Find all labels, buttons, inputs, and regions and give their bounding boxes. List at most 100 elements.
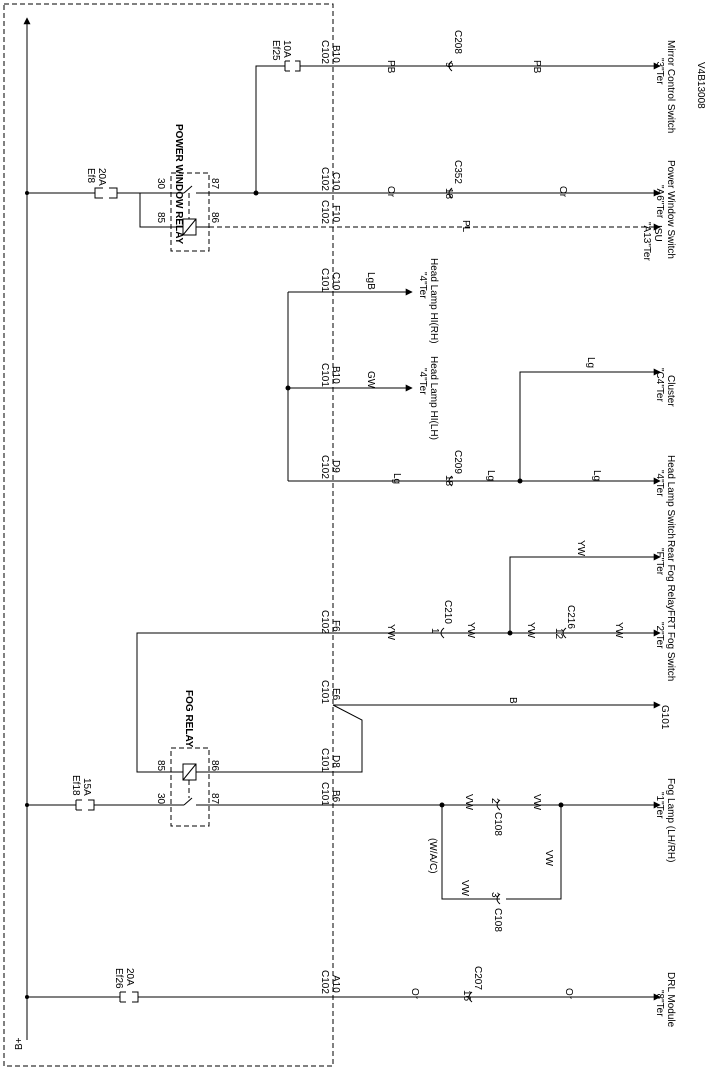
dest-isu-ter: "A13"Ter xyxy=(641,222,652,261)
pw-relay-switch xyxy=(183,185,193,194)
dest-cluster-name: Cluster xyxy=(665,375,676,407)
dest-hls-ter: "4"Ter xyxy=(654,470,665,497)
svg-text:18: 18 xyxy=(443,475,454,487)
svg-text:VW: VW xyxy=(531,794,542,811)
svg-text:Or: Or xyxy=(563,988,574,1000)
fuse-box-border xyxy=(3,3,334,1067)
c108a-symbol xyxy=(496,799,501,811)
fog-relay-title: FOG RELAY xyxy=(183,690,194,748)
svg-text:PB: PB xyxy=(531,60,542,74)
fog-relay-switch xyxy=(183,797,193,806)
svg-text:C108: C108 xyxy=(492,908,503,932)
svg-text:VW: VW xyxy=(543,850,554,867)
dest-hl-lh-name: Head Lamp HI(LH) xyxy=(428,356,439,440)
svg-text:C208: C208 xyxy=(452,30,463,54)
svg-text:F10: F10 xyxy=(330,205,341,223)
svg-text:C101: C101 xyxy=(319,782,330,806)
svg-text:YW: YW xyxy=(465,622,476,639)
svg-text:16: 16 xyxy=(461,990,472,1002)
svg-text:C216: C216 xyxy=(565,605,576,629)
svg-text:Ef26: Ef26 xyxy=(113,968,124,989)
wire-wac-loop xyxy=(441,805,500,900)
svg-text:87: 87 xyxy=(209,793,220,805)
svg-text:C207: C207 xyxy=(472,966,483,990)
svg-text:86: 86 xyxy=(209,760,220,772)
dest-foglamp-ter: "1"Ter xyxy=(654,792,665,819)
svg-text:30: 30 xyxy=(155,178,166,190)
wire-frt-fog-switch xyxy=(136,629,661,773)
svg-text:20A: 20A xyxy=(124,968,135,986)
dest-frtsw-ter: "2"Ter xyxy=(654,622,665,649)
wire-fog-86 xyxy=(209,704,363,773)
dest-g101: G101 xyxy=(659,705,670,730)
dest-cluster-ter: "C4"Ter xyxy=(654,368,665,402)
dest-isu-name: ISU xyxy=(652,225,663,242)
fuse-ef8-rating: 20A xyxy=(96,168,107,186)
svg-text:85: 85 xyxy=(155,760,166,772)
wire-cluster xyxy=(519,368,661,481)
dest-drl-ter: "8"Ter xyxy=(654,990,665,1017)
svg-text:3: 3 xyxy=(489,892,500,898)
svg-text:1: 1 xyxy=(429,628,440,634)
svg-text:86: 86 xyxy=(209,212,220,224)
svg-text:F6: F6 xyxy=(330,620,341,632)
wire-rear-fog xyxy=(509,553,661,633)
fuse-ef18-symbol xyxy=(75,799,82,811)
svg-text:C108: C108 xyxy=(492,812,503,836)
svg-text:12: 12 xyxy=(553,628,564,640)
wire-to-ef25 xyxy=(255,65,285,193)
svg-text:E6: E6 xyxy=(330,688,341,701)
svg-text:15A: 15A xyxy=(81,778,92,796)
dest-hl-rh-name: Head Lamp HI(RH) xyxy=(428,258,439,344)
svg-text:D9: D9 xyxy=(330,460,341,473)
svg-text:YW: YW xyxy=(385,624,396,641)
svg-text:Or: Or xyxy=(409,988,420,1000)
svg-text:PL: PL xyxy=(460,220,471,233)
svg-text:Ef18: Ef18 xyxy=(70,775,81,796)
svg-text:C101: C101 xyxy=(319,363,330,387)
svg-text:C10: C10 xyxy=(330,172,341,191)
dest-hl-lh-ter: "4"Ter xyxy=(417,368,428,395)
c208-symbol xyxy=(448,60,453,72)
svg-text:LgB: LgB xyxy=(365,272,376,290)
power-window-relay-title: POWER WINDOW RELAY xyxy=(173,124,184,245)
svg-text:9: 9 xyxy=(443,62,454,68)
svg-text:Lg: Lg xyxy=(585,357,596,368)
dest-mirror-name: Mirror Control Switch xyxy=(665,40,676,133)
svg-text:C102: C102 xyxy=(319,40,330,64)
svg-text:C102: C102 xyxy=(319,167,330,191)
svg-text:C101: C101 xyxy=(319,748,330,772)
dest-foglamp-name: Fog Lamp (LH/RH) xyxy=(665,778,676,862)
dest-pw-name: Power Window Switch xyxy=(665,160,676,259)
svg-text:Lg: Lg xyxy=(591,470,602,481)
svg-text:YW: YW xyxy=(525,622,536,639)
svg-text:Ef25: Ef25 xyxy=(270,40,281,61)
svg-text:A10: A10 xyxy=(330,975,341,993)
c210-symbol xyxy=(440,627,445,639)
c108b-symbol xyxy=(496,893,501,905)
svg-text:C102: C102 xyxy=(319,455,330,479)
c207-symbol xyxy=(468,991,473,1003)
svg-text:C101: C101 xyxy=(319,268,330,292)
fuse-ef8-symbol xyxy=(94,187,103,199)
dest-rfog-name: Rear Fog Relay xyxy=(665,540,676,610)
svg-text:YW: YW xyxy=(613,622,624,639)
svg-text:Or: Or xyxy=(385,186,396,198)
dest-frtsw-name: FRT Fog Switch xyxy=(665,610,676,681)
dest-hl-rh-ter: "4"Ter xyxy=(417,272,428,299)
diagram-id: V4B13008 xyxy=(695,62,705,109)
svg-text:C352: C352 xyxy=(452,160,463,184)
svg-text:C209: C209 xyxy=(452,450,463,474)
svg-text:VW: VW xyxy=(463,794,474,811)
svg-text:D8: D8 xyxy=(330,755,341,768)
fuse-ef8-name: Ef8 xyxy=(85,168,96,183)
fog-relay xyxy=(170,747,210,827)
c209-symbol xyxy=(448,475,453,487)
svg-text:C101: C101 xyxy=(319,680,330,704)
svg-text:Or: Or xyxy=(557,186,568,198)
dest-drl-name: DRL Module xyxy=(665,972,676,1028)
svg-text:C102: C102 xyxy=(319,200,330,224)
svg-text:C210: C210 xyxy=(442,600,453,624)
svg-text:10A: 10A xyxy=(281,40,292,58)
